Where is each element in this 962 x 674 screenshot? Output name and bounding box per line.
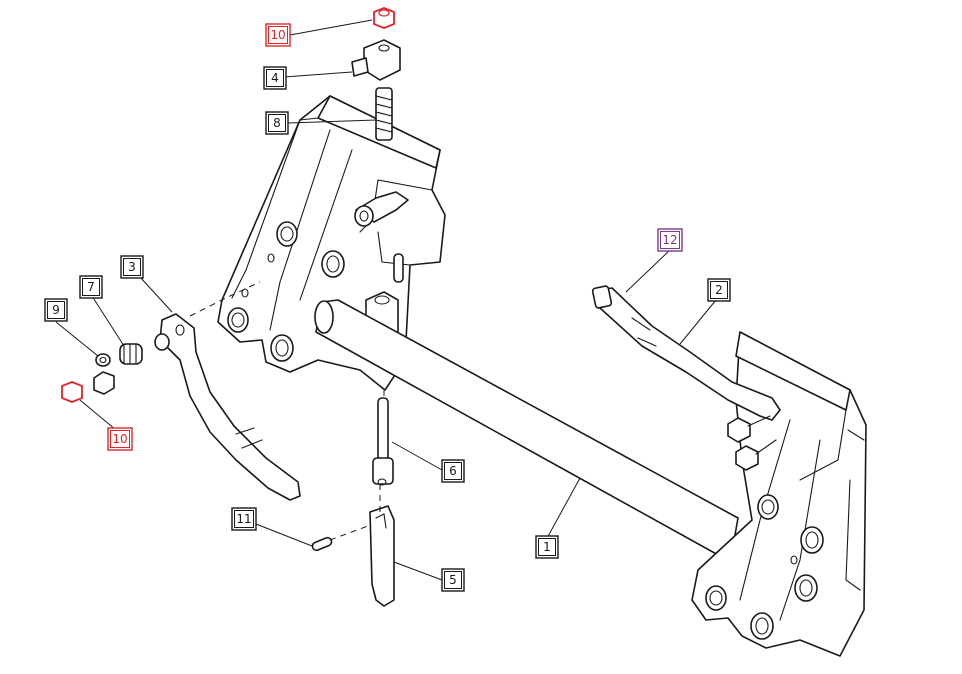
callout-tag: 1 bbox=[535, 535, 559, 559]
callout-tag: 5 bbox=[441, 568, 465, 592]
callout-label: 4 bbox=[271, 71, 279, 85]
callout-label: 8 bbox=[273, 116, 281, 130]
callout-tag: 7 bbox=[79, 275, 103, 299]
callout-label: 10 bbox=[112, 432, 127, 446]
callout-tag: 2 bbox=[707, 278, 731, 302]
roll-pin bbox=[311, 536, 333, 552]
callout-label: 12 bbox=[662, 233, 677, 247]
callout-label: 2 bbox=[715, 283, 723, 297]
callout-tag: 3 bbox=[120, 255, 144, 279]
right-lever-handle bbox=[591, 285, 781, 471]
callout-tag: 6 bbox=[441, 459, 465, 483]
callout-label: 6 bbox=[449, 464, 457, 478]
callout-tag: 8 bbox=[265, 111, 289, 135]
right-mount-bracket bbox=[691, 331, 867, 657]
callout-label: 10 bbox=[270, 28, 285, 42]
callout-label: 1 bbox=[543, 540, 551, 554]
callout-label: 5 bbox=[449, 573, 457, 587]
latch-plate bbox=[369, 505, 395, 607]
left-mount-bracket bbox=[217, 95, 446, 391]
compression-spring bbox=[119, 343, 143, 365]
callout-tag: 4 bbox=[263, 66, 287, 90]
latch-pin bbox=[372, 397, 394, 486]
hex-nut bbox=[93, 371, 115, 395]
pin-block bbox=[351, 39, 401, 81]
callout-tag: 10 bbox=[265, 23, 291, 47]
callout-label: 11 bbox=[236, 512, 251, 526]
hex-nut-top bbox=[373, 7, 395, 29]
spring-stud bbox=[375, 87, 393, 141]
washer bbox=[95, 353, 111, 367]
callout-tag: 10 bbox=[107, 427, 133, 451]
callout-label: 3 bbox=[128, 260, 136, 274]
hex-nut-left bbox=[61, 381, 83, 403]
callout-label: 7 bbox=[87, 280, 95, 294]
callout-tag: 11 bbox=[231, 507, 257, 531]
left-lever-handle bbox=[154, 313, 301, 501]
callout-label: 9 bbox=[52, 303, 60, 317]
callout-tag: 12 bbox=[657, 228, 683, 252]
callout-tag: 9 bbox=[44, 298, 68, 322]
